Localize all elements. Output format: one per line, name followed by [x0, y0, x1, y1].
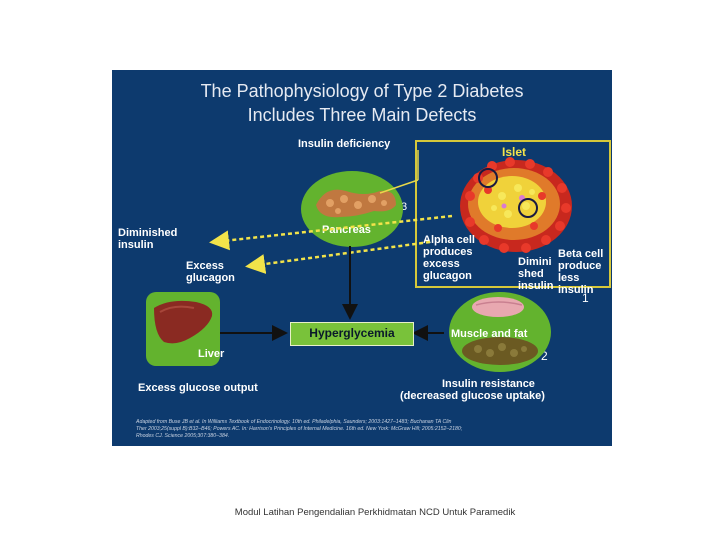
citation-line3: Rhodes CJ. Science 2005;307:380–384. [136, 433, 606, 440]
footer-text: Modul Latihan Pengendalian Perkhidmatan … [0, 507, 720, 518]
decreased-glucose-uptake-label: (decreased glucose uptake) [400, 390, 545, 402]
liver-label: Liver [198, 348, 224, 360]
hyperglycemia-box: Hyperglycemia [290, 322, 414, 346]
citation-line2: Ther 2003;25(suppl B):B32–B46; Powers AC… [136, 426, 606, 433]
excess-glucose-output-label: Excess glucose output [138, 382, 258, 394]
citation: Adapted from Buse JB et al. In Williams … [136, 419, 606, 440]
citation-line1: Adapted from Buse JB et al. In Williams … [136, 419, 606, 426]
insulin-resistance-label: Insulin resistance [442, 378, 535, 390]
liver-icon [150, 298, 216, 348]
muscle-fat-label: Muscle and fat [451, 328, 527, 340]
slide: The Pathophysiology of Type 2 Diabetes I… [112, 70, 612, 446]
